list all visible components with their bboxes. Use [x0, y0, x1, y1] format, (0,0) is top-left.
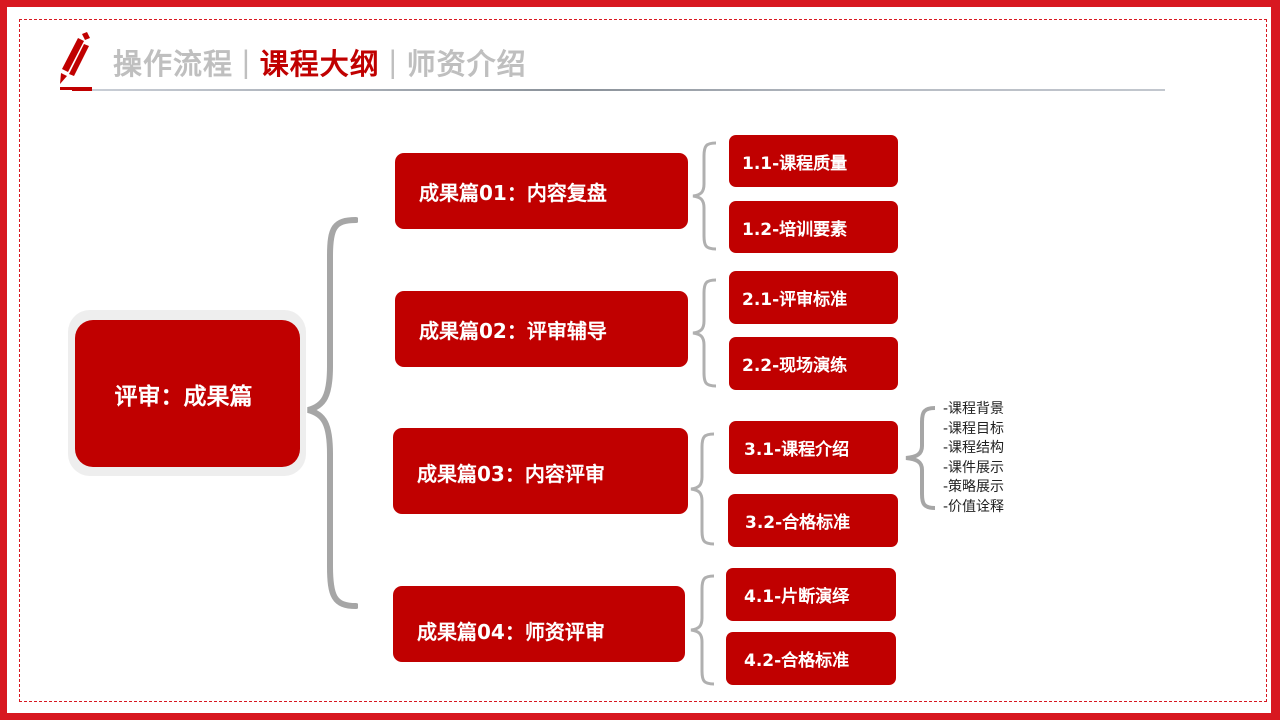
section-label: 成果篇03：内容评审	[417, 462, 605, 486]
section-01-brace	[692, 141, 717, 251]
item-node-4-2: 4.2-合格标准	[726, 632, 896, 685]
detail-list-item: -课程背景	[943, 401, 1005, 417]
item-label: 4.2-合格标准	[744, 651, 850, 671]
header-underline	[92, 89, 1165, 91]
content-border	[19, 19, 1267, 702]
item-node-4-1: 4.1-片断演绎	[726, 568, 896, 621]
item-node-3-1: 3.1-课程介绍	[729, 421, 898, 474]
item-label: 3.2-合格标准	[745, 513, 851, 533]
nav-tab-process[interactable]: 操作流程	[113, 47, 234, 81]
section-04-brace	[690, 574, 715, 686]
detail-list-item: -课程结构	[943, 440, 1005, 456]
detail-list-item: -课程目标	[943, 420, 1005, 437]
nav-separator: |	[387, 45, 399, 79]
item-node-1-2: 1.2-培训要素	[729, 201, 898, 253]
section-03-brace	[690, 432, 715, 546]
item-label: 1.1-课程质量	[742, 154, 848, 174]
item-label: 4.1-片断演绎	[744, 587, 850, 607]
header-nav: 操作流程 | 课程大纲 | 师资介绍	[113, 42, 527, 82]
item-node-1-1: 1.1-课程质量	[729, 135, 898, 187]
nav-tab-faculty[interactable]: 师资介绍	[406, 47, 527, 81]
item-label: 1.2-培训要素	[742, 220, 848, 240]
section-label: 成果篇02：评审辅导	[419, 318, 607, 343]
main-brace	[307, 217, 358, 609]
section-label: 成果篇01：内容复盘	[419, 180, 607, 205]
section-node-04: 成果篇04：师资评审	[393, 586, 685, 662]
item-label: 2.2-现场演练	[742, 356, 848, 376]
section-node-02: 成果篇02：评审辅导	[395, 291, 688, 367]
root-node-label: 评审：成果篇	[114, 383, 253, 410]
item-label: 3.1-课程介绍	[744, 440, 850, 460]
item-node-2-1: 2.1-评审标准	[729, 271, 898, 324]
item-node-3-2: 3.2-合格标准	[728, 494, 898, 547]
detail-list-brace	[905, 406, 936, 510]
nav-tab-outline[interactable]: 课程大纲	[259, 47, 380, 81]
item-label: 2.1-评审标准	[742, 290, 848, 310]
section-label: 成果篇04：师资评审	[417, 620, 605, 644]
header-underline-red	[72, 89, 92, 91]
section-node-01: 成果篇01：内容复盘	[395, 153, 688, 229]
nav-separator: |	[241, 45, 252, 79]
detail-list-item: -策略展示	[943, 479, 1005, 495]
section-node-03: 成果篇03：内容评审	[393, 428, 688, 514]
detail-list-item: -课件展示	[943, 459, 1005, 476]
pencil-icon	[60, 32, 92, 90]
item-node-2-2: 2.2-现场演练	[729, 337, 898, 390]
section-02-brace	[692, 278, 717, 388]
detail-list: -课程背景 -课程目标 -课程结构 -课件展示 -策略展示 -价值诠释	[943, 400, 1004, 517]
detail-list-item: -价值诠释	[943, 498, 1005, 515]
root-node: 评审：成果篇	[75, 320, 300, 467]
